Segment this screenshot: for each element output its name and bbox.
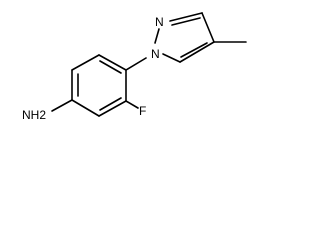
bond-c4-n1	[125, 57, 147, 71]
fluorine-label: F	[139, 104, 146, 118]
bond-c5-c6	[71, 54, 100, 71]
bond-c4-c5	[179, 41, 215, 63]
double-bond-n2-c3	[169, 12, 203, 22]
bond-c1-c2	[71, 99, 100, 117]
bond-c4-c5	[98, 54, 127, 71]
double-bond-n2-c3-inner	[171, 17, 201, 26]
double-bond-c4-c5	[99, 60, 122, 74]
bond-c3-f	[125, 100, 139, 109]
pyrazole-n2-label: N	[155, 15, 164, 29]
pyrazole-ring	[154, 12, 247, 63]
bond-c3-c4	[201, 12, 215, 43]
molecule-canvas: NH2 F N N	[22, 12, 247, 122]
structure-diagram: NH2 F N N	[22, 12, 247, 122]
benzene-ring	[71, 54, 127, 117]
bond-n1-n2	[154, 28, 160, 44]
bond-c5-n1	[162, 53, 181, 63]
bond-c2-c3	[98, 100, 127, 117]
pyrazole-n1-label: N	[151, 47, 160, 61]
double-bond-c2-c3	[99, 97, 122, 111]
amine-label: NH2	[22, 108, 46, 122]
bond-c1-nh2	[51, 99, 73, 112]
double-bond-c4-c5-inner	[180, 42, 208, 58]
